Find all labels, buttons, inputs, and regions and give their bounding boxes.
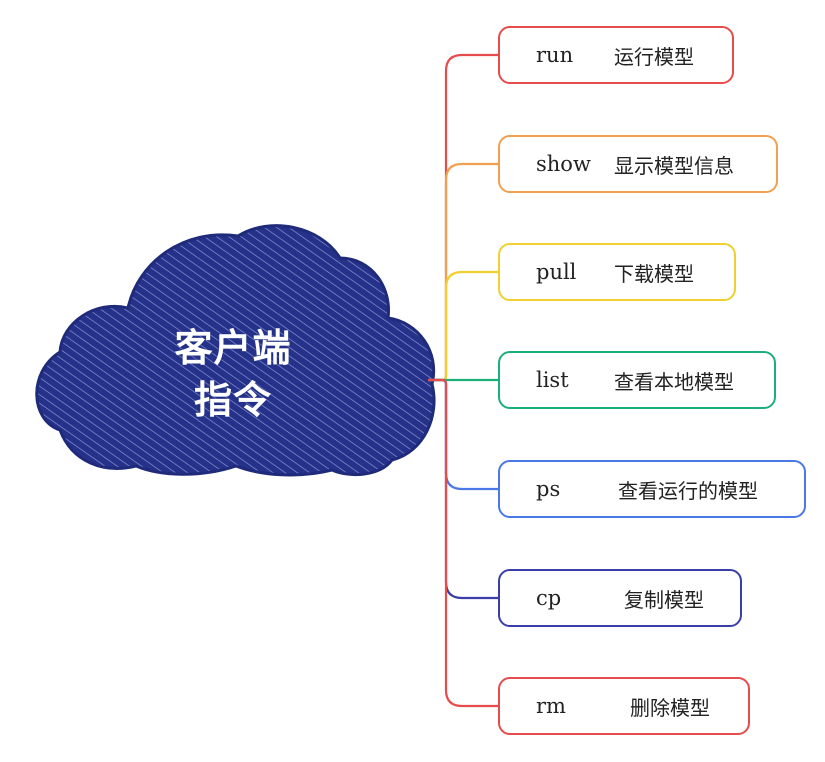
connector-ps [428,378,498,491]
command-description: 运行模型 [614,44,694,69]
command-node-cp: cp 复制模型 [498,569,742,627]
cloud-title-line2: 指令 [193,378,272,422]
cloud-title: 客户端 指令 [128,322,338,426]
command-name: show [536,152,591,176]
command-node-pull: pull 下载模型 [498,243,736,301]
command-description: 查看运行的模型 [618,478,758,503]
command-name: list [536,368,569,392]
connector-run [428,53,498,382]
command-name: pull [536,260,577,284]
cloud-icon [35,224,436,477]
cloud-title-line1: 客户端 [174,326,292,370]
command-node-ps: ps 查看运行的模型 [498,460,806,518]
command-description: 查看本地模型 [614,369,734,394]
command-description: 删除模型 [630,695,710,720]
command-name: cp [536,586,562,610]
command-node-run: run 运行模型 [498,26,734,84]
command-name: run [536,43,574,67]
command-node-show: show 显示模型信息 [498,135,778,193]
command-node-list: list 查看本地模型 [498,351,776,409]
cloud-shape [35,224,436,477]
connector-rm [428,378,498,708]
command-description: 下载模型 [614,261,694,286]
connector-pull [428,270,498,382]
command-node-rm: rm 删除模型 [498,677,750,735]
command-description: 复制模型 [624,587,704,612]
command-name: ps [536,477,561,501]
command-name: rm [536,694,566,718]
command-description: 显示模型信息 [614,153,734,178]
